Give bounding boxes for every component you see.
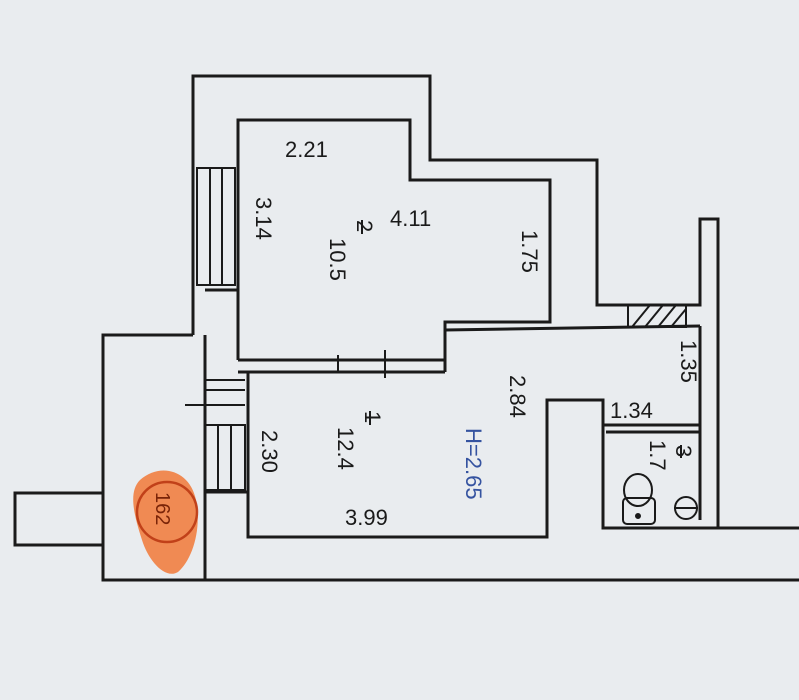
room1-area: 12.4 bbox=[333, 427, 358, 470]
sink-icon bbox=[674, 496, 698, 520]
entrance-stub bbox=[13, 491, 103, 547]
dim-room1-left: 2.30 bbox=[257, 430, 282, 473]
toilet-icon bbox=[622, 473, 656, 525]
dim-room2-left: 3.14 bbox=[251, 197, 276, 240]
window-room2 bbox=[196, 167, 236, 286]
outer-wall-top bbox=[191, 74, 799, 530]
dim-room2-mid: 4.11 bbox=[390, 206, 431, 231]
windows bbox=[185, 167, 386, 491]
outer-walls bbox=[13, 74, 799, 582]
stamp-number: 162 bbox=[151, 492, 173, 525]
entrance-walls bbox=[101, 333, 207, 582]
room1-walls bbox=[246, 372, 718, 539]
dim-room2-top: 2.21 bbox=[285, 137, 328, 162]
room2-area: 10.5 bbox=[325, 238, 350, 281]
dim-bath-side: 1.35 bbox=[676, 340, 701, 383]
room2-number: 2 bbox=[352, 220, 377, 232]
stamp: 162 bbox=[133, 470, 199, 574]
dim-room1-right: 2.84 bbox=[505, 375, 530, 418]
room1-number: 1 bbox=[360, 411, 385, 423]
dim-bath-width: 1.34 bbox=[610, 398, 653, 423]
dim-room2-right: 1.75 bbox=[517, 230, 542, 273]
ceiling-height: H=2.65 bbox=[461, 428, 486, 500]
dim-room1-bottom: 3.99 bbox=[345, 505, 388, 530]
room3-number: 3 bbox=[671, 445, 696, 457]
room3-area: 1.7 bbox=[645, 440, 670, 471]
window-room1 bbox=[204, 424, 246, 491]
vent-duct bbox=[627, 304, 687, 328]
